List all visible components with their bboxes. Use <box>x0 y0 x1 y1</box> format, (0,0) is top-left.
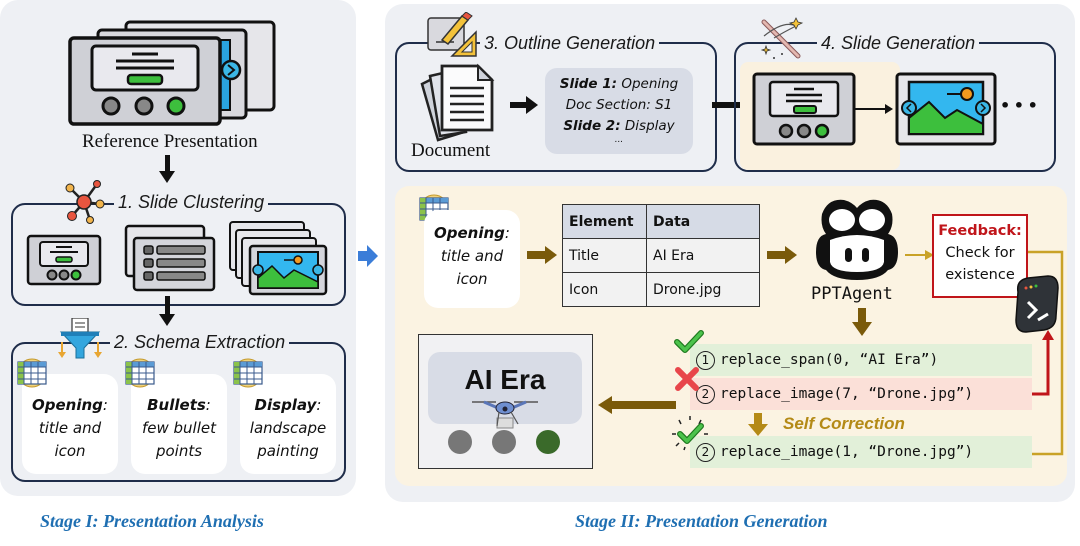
table-header-row: Element Data <box>562 204 760 239</box>
self-correction-label: Self Correction <box>783 414 905 433</box>
feedback-line: existence <box>945 267 1015 283</box>
generated-display-slide-icon <box>895 72 997 146</box>
bullets-slide-cluster-icon <box>124 224 216 292</box>
outline-box: Slide 1: Opening Doc Section: S1 Slide 2… <box>545 68 693 154</box>
schema-desc: title and <box>440 247 504 265</box>
outline-doc-section: Doc Section: S1 <box>565 97 673 113</box>
feedback-line: Check for <box>945 245 1015 261</box>
action-row: 1 replace_span(0, “AI Era”) <box>690 345 938 375</box>
document-label: Document <box>411 140 491 161</box>
stage1-caption: Stage I: Presentation Analysis <box>40 511 264 531</box>
arrow-down-icon <box>852 308 872 336</box>
arrow-right-icon <box>855 104 893 114</box>
outline-slide1-label: Slide 1: <box>559 76 618 92</box>
error-feedback-arrow <box>1024 330 1054 396</box>
schema-desc: icon <box>456 270 488 288</box>
schema-name: Opening <box>434 224 505 242</box>
result-slide-title: AI Era <box>464 364 546 395</box>
schema-desc: few bullet <box>141 419 217 437</box>
outline-generation-title: 3. Outline Generation <box>480 33 660 53</box>
action-row-corrected-bg <box>690 436 1032 468</box>
arrow-down-icon <box>159 296 175 326</box>
table-cell: AI Era <box>646 238 760 273</box>
terminal-icon <box>1015 275 1059 333</box>
arrow-down-icon <box>748 413 768 436</box>
feedback-box: Feedback: Check for existence <box>932 214 1028 298</box>
magic-wand-icon <box>760 17 804 59</box>
arrow-left-icon <box>598 396 676 414</box>
action-row: 2 replace_image(1, “Drone.jpg”) <box>690 437 973 467</box>
action-code: replace_image(7, “Drone.jpg”) <box>720 386 974 402</box>
schema-desc: title and <box>38 419 102 437</box>
reference-presentation-label: Reference Presentation <box>82 131 258 152</box>
slide-generation-title: 4. Slide Generation <box>817 33 980 53</box>
error-cross-icon <box>675 367 699 391</box>
action-step-number: 1 <box>696 351 715 370</box>
arrow-down-icon <box>159 155 175 183</box>
table-row: Title AI Era <box>562 238 760 273</box>
arrow-right-icon <box>510 96 538 114</box>
pptagent-logo-icon <box>816 199 898 280</box>
generated-opening-slide-icon <box>752 72 856 146</box>
schema-name: Opening <box>32 396 103 414</box>
schema-card-opening: Opening: title and icon <box>22 374 118 474</box>
outline-ellipsis: ... <box>614 135 624 145</box>
schema-card-display: Display: landscape painting <box>240 374 336 474</box>
schema-extraction-title: 2. Schema Extraction <box>110 332 290 352</box>
stage-transition-arrow-icon <box>358 245 378 267</box>
arrow-right-icon <box>767 246 797 264</box>
result-slide-buttons <box>448 430 560 454</box>
action-row-error-bg <box>690 378 1032 410</box>
action-step-number: 2 <box>696 385 715 404</box>
blueprint-pencil-icon <box>427 12 477 57</box>
opening-slide-cluster-icon <box>26 234 102 286</box>
table-row: Icon Drone.jpg <box>562 272 760 307</box>
cluster-network-icon <box>65 180 105 224</box>
corrected-check-icon <box>672 416 708 451</box>
table-schema-icon <box>233 358 263 388</box>
table-schema-icon <box>125 358 155 388</box>
document-icon <box>420 63 495 142</box>
success-check-icon <box>674 330 704 353</box>
table-cell: Icon <box>562 272 647 307</box>
action-row-success-bg <box>690 344 1032 376</box>
schema-name: Display <box>254 396 317 414</box>
action-code: replace_image(1, “Drone.jpg”) <box>720 444 974 460</box>
action-step-number: 2 <box>696 443 715 462</box>
schema-desc: painting <box>257 442 319 460</box>
schema-card-bullets: Bullets: few bullet points <box>131 374 227 474</box>
table-cell: Title <box>562 238 647 273</box>
opening-schema-card: Opening: title and icon <box>424 210 520 308</box>
arrow-right-icon <box>905 250 934 260</box>
table-schema-icon <box>17 358 47 388</box>
display-slide-cluster-icon <box>229 221 328 296</box>
schema-name: Bullets <box>147 396 206 414</box>
action-code: replace_span(0, “AI Era”) <box>720 352 939 368</box>
arrow-right-icon <box>527 246 557 264</box>
schema-desc: landscape <box>249 419 327 437</box>
outline-slide1-type: Opening <box>617 76 679 92</box>
slide-clustering-title: 1. Slide Clustering <box>114 192 269 212</box>
schema-desc: icon <box>54 442 86 460</box>
more-slides-ellipsis: • • • <box>1000 96 1038 115</box>
pptagent-label: PPTAgent <box>811 284 893 304</box>
action-row: 2 replace_image(7, “Drone.jpg”) <box>690 379 973 409</box>
stage2-caption: Stage II: Presentation Generation <box>575 511 828 531</box>
schema-desc: points <box>155 442 203 460</box>
reference-presentation-icon <box>68 20 276 126</box>
drone-image-icon <box>472 400 538 429</box>
funnel-filter-icon <box>58 318 102 359</box>
feedback-title: Feedback <box>938 223 1016 239</box>
table-cell: Drone.jpg <box>646 272 760 307</box>
outline-slide2-label: Slide 2: <box>563 118 621 134</box>
outline-slide2-type: Display <box>620 118 675 134</box>
element-data-table: Element Data Title AI Era Icon Drone.jpg <box>562 204 760 307</box>
table-header-cell: Data <box>646 204 760 239</box>
table-header-cell: Element <box>562 204 647 239</box>
